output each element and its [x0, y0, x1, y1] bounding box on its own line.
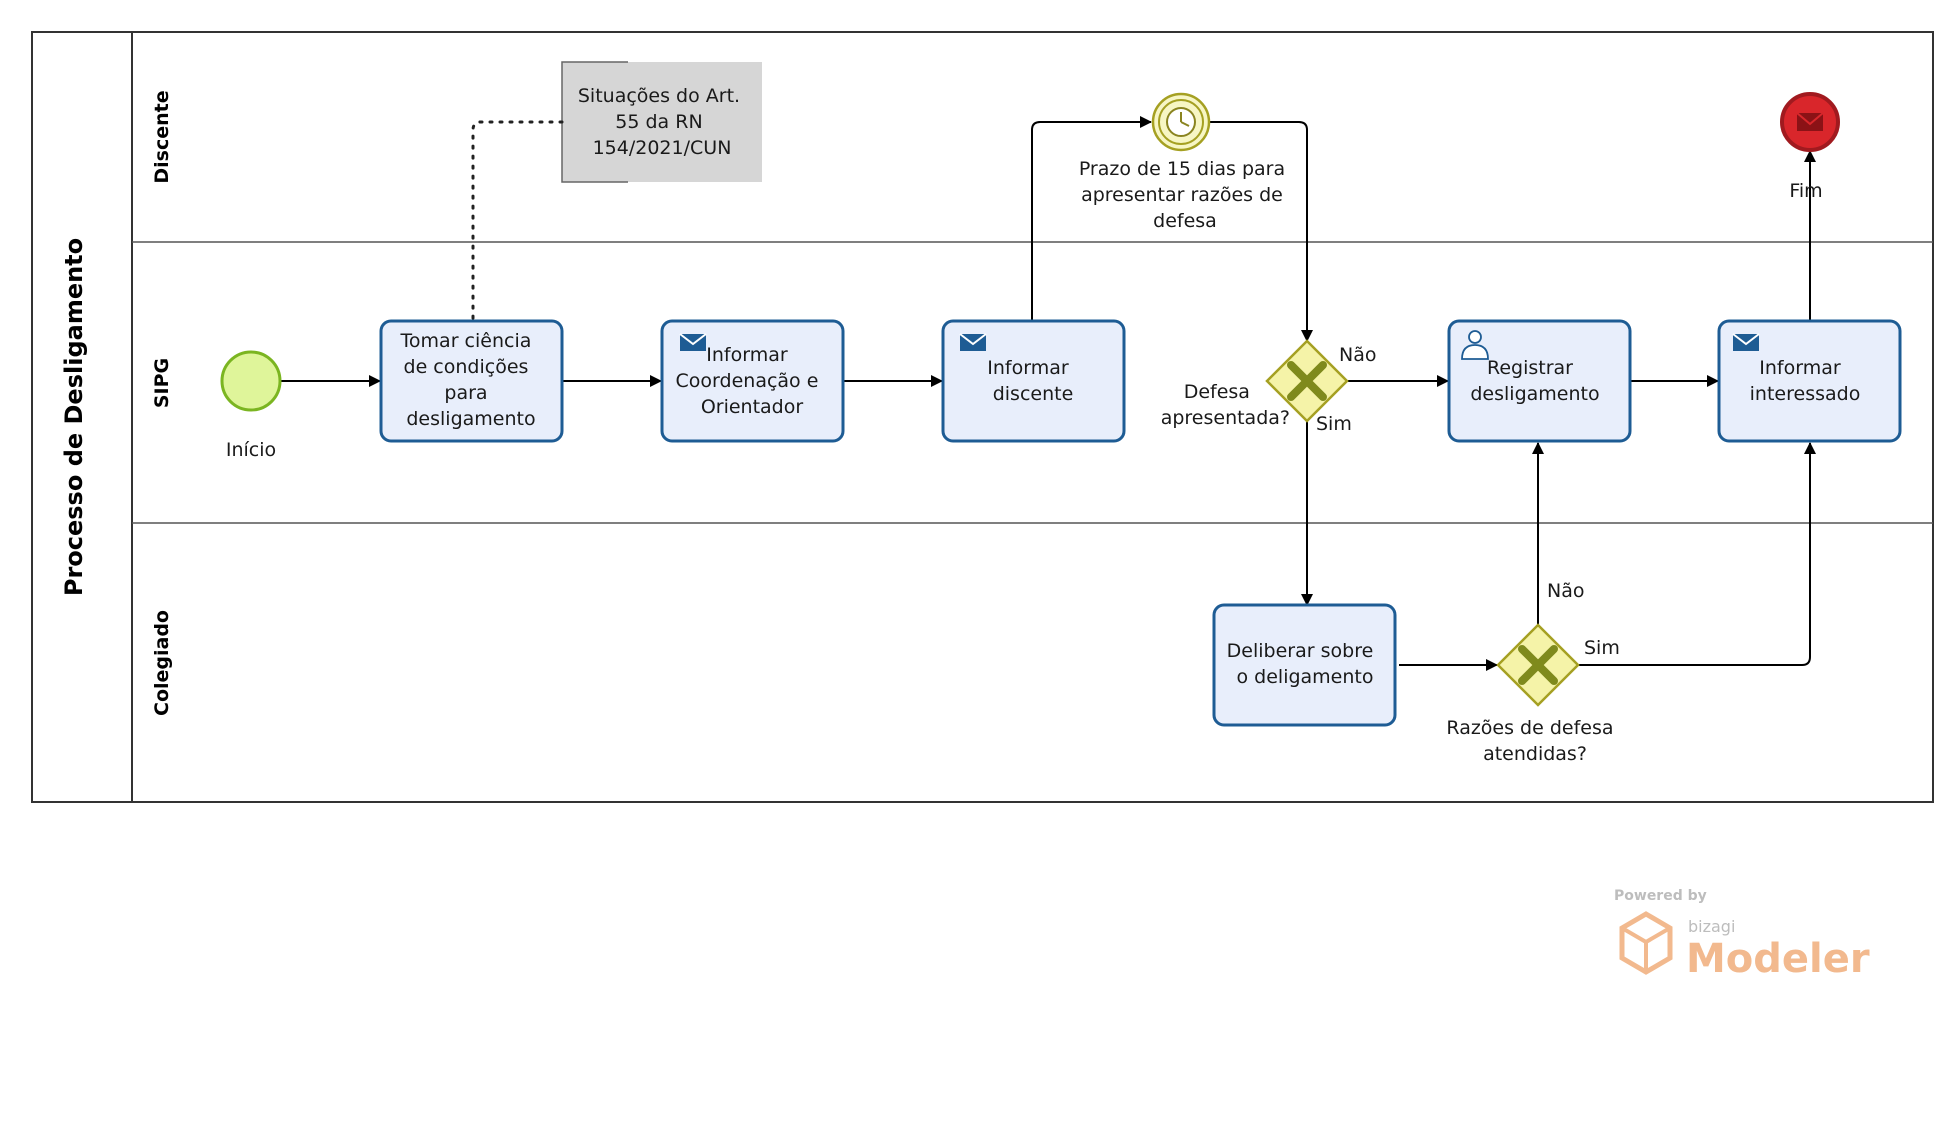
svg-text:Razões de defesa atendidas: Razões de defesa atendidas?	[1446, 717, 1619, 765]
task-informar-coordenacao[interactable]: Informar Coordenação e Orientador	[660, 319, 845, 443]
svg-text:Defesa apresentada?: Defesa apresentada?	[1161, 381, 1290, 429]
svg-text:Informar Coordenação e: Informar Coordenação e Orientador	[676, 344, 825, 418]
flow-timer-to-gateway	[1210, 121, 1313, 342]
sequence-flows	[281, 116, 1816, 671]
pool-title: Processo de Desligamento	[60, 238, 88, 596]
task-label: discente	[993, 383, 1074, 405]
task-label: Deliberar sobre	[1227, 640, 1374, 662]
svg-text:Registrar desligamento: Registrar desligamento	[1470, 357, 1599, 405]
lane-label-discente: Discente	[151, 90, 173, 183]
flow-gateway2-sim-to-informar	[1579, 442, 1816, 666]
gateway-no-label: Não	[1547, 580, 1584, 602]
gateway-razoes-atendidas[interactable]	[1496, 623, 1580, 707]
annotation[interactable]: Situações do Art. 55 da RN 154/2021/CUN	[561, 61, 762, 183]
task-label: Coordenação e	[676, 370, 819, 392]
task-label: Orientador	[701, 396, 804, 418]
start-event[interactable]	[220, 350, 282, 412]
flow-disc-to-timer	[1031, 116, 1152, 320]
task-label: de condições	[404, 356, 529, 378]
lane-label-sipg: SIPG	[151, 358, 173, 408]
user-icon	[1461, 330, 1489, 360]
gateway-yes-label: Sim	[1316, 413, 1352, 435]
watermark-product: Modeler	[1686, 936, 1870, 982]
end-event-label: Fim	[1789, 180, 1822, 202]
gateway-label: atendidas?	[1483, 743, 1587, 765]
svg-text:Deliberar sobre o deliga: Deliberar sobre o deligamento	[1227, 640, 1380, 688]
task-label: o deligamento	[1237, 666, 1374, 688]
envelope-icon	[959, 333, 987, 351]
svg-text:Prazo de 15 dias para apre: Prazo de 15 dias para apresentar razões …	[1079, 158, 1291, 232]
watermark-powered: Powered by	[1614, 888, 1707, 904]
task-label: desligamento	[406, 408, 535, 430]
clock-icon	[1166, 107, 1196, 137]
task-label: Informar	[706, 344, 788, 366]
bizagi-logo-icon	[1619, 911, 1673, 975]
task-deliberar[interactable]: Deliberar sobre o deligamento	[1212, 603, 1397, 727]
svg-text:Situações do Art. 55 da: Situações do Art. 55 da RN 154/2021/CUN	[578, 85, 746, 159]
task-label: Informar	[987, 357, 1069, 379]
association-dotted	[471, 120, 564, 322]
task-label: interessado	[1750, 383, 1861, 405]
gateway-label: Razões de defesa	[1446, 717, 1613, 739]
annotation-line: 55 da RN	[615, 111, 702, 133]
bizagi-watermark: Powered by bizagi Modeler	[1614, 888, 1870, 982]
task-label: desligamento	[1470, 383, 1599, 405]
envelope-icon	[1732, 333, 1760, 351]
gateway-no-label: Não	[1339, 344, 1376, 366]
task-label: Informar	[1759, 357, 1841, 379]
start-event-label: Início	[226, 439, 276, 461]
x-icon	[1518, 645, 1558, 685]
task-registrar-desligamento[interactable]: Registrar desligamento	[1447, 319, 1632, 443]
timer-event-label: apresentar razões de	[1081, 184, 1283, 206]
envelope-icon	[1796, 112, 1824, 131]
end-event[interactable]	[1780, 92, 1840, 152]
annotation-line: Situações do Art.	[578, 85, 740, 107]
svg-text:Tomar ciência de condiçõ: Tomar ciência de condições para desligam…	[400, 330, 538, 430]
timer-event[interactable]	[1151, 92, 1211, 152]
task-label: Registrar	[1487, 357, 1573, 379]
task-label: Tomar ciência	[400, 330, 532, 352]
timer-event-label: Prazo de 15 dias para	[1079, 158, 1285, 180]
envelope-icon	[679, 333, 707, 351]
gateway-label: Defesa	[1184, 381, 1250, 403]
lane-label-colegiado: Colegiado	[151, 610, 173, 716]
task-label: para	[444, 382, 487, 404]
svg-text:Informar discente: Informar discente	[987, 357, 1074, 405]
svg-text:Informar interessado: Informar interessado	[1750, 357, 1861, 405]
gateway-yes-label: Sim	[1584, 637, 1620, 659]
x-icon	[1287, 361, 1327, 401]
gateway-defesa-apresentada[interactable]	[1265, 339, 1349, 423]
task-tomar-ciencia[interactable]: Tomar ciência de condições para desligam…	[379, 319, 564, 443]
gateway-label: apresentada?	[1161, 407, 1290, 429]
timer-event-label: defesa	[1153, 210, 1217, 232]
watermark-brand: bizagi	[1688, 917, 1735, 936]
annotation-line: 154/2021/CUN	[593, 137, 732, 159]
task-informar-interessado[interactable]: Informar interessado	[1717, 319, 1902, 443]
task-informar-discente[interactable]: Informar discente	[941, 319, 1126, 443]
